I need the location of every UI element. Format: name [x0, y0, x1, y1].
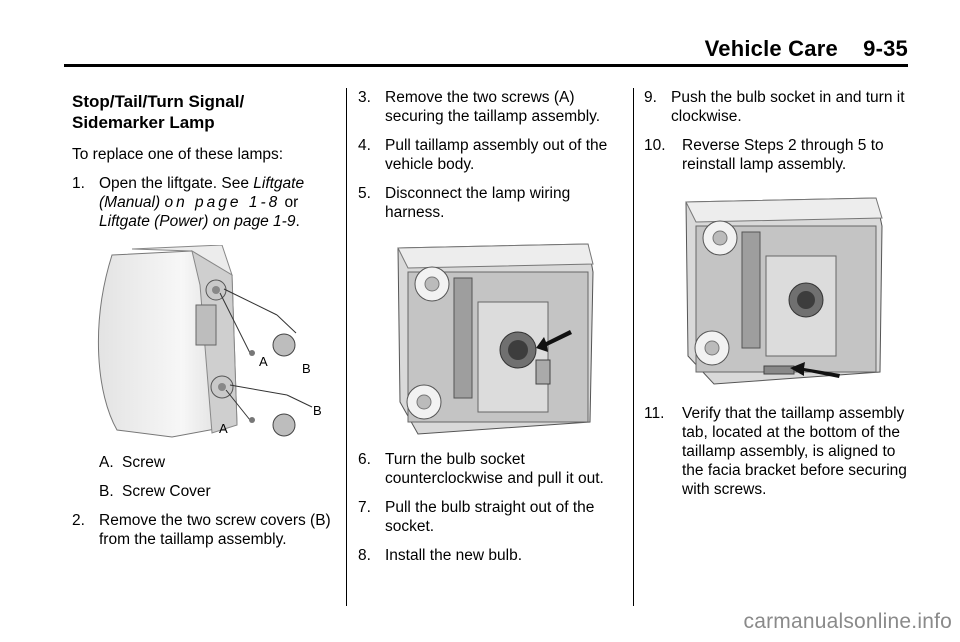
header-rule: [64, 64, 908, 67]
step-number: 6.: [358, 451, 371, 468]
section-title: Stop/Tail/Turn Signal/ Sidemarker Lamp: [72, 92, 245, 132]
step-10: 10. Reverse Steps 2 through 5 to reinstal…: [644, 136, 912, 174]
column-divider-2: [633, 88, 634, 606]
step-number: 7.: [358, 499, 371, 516]
step-text: Install the new bulb.: [385, 547, 523, 564]
legend-letter: A.: [99, 454, 114, 471]
step-3: 3. Remove the two screws (A) securing the…: [358, 88, 626, 126]
step-text: Push the bulb socket in and turn it cloc…: [671, 89, 905, 125]
taillamp-rear-tab-illustration: [685, 197, 883, 385]
page-number: 9-35: [863, 36, 908, 61]
step-text: Turn the bulb socket counterclockwise an…: [385, 451, 604, 487]
step-9: 9. Push the bulb socket in and turn it cl…: [644, 88, 912, 126]
page-header: Vehicle Care 9-35: [705, 36, 908, 62]
label-a-lower: A: [219, 421, 228, 436]
watermark: carmanualsonline.info: [743, 610, 952, 633]
step-5: 5. Disconnect the lamp wiring harness.: [358, 184, 626, 222]
taillamp-side-illustration: A B A B: [97, 245, 322, 438]
step-text: Pull taillamp assembly out of the vehicl…: [385, 137, 608, 173]
step-number: 4.: [358, 137, 371, 154]
step-number: 10.: [644, 137, 666, 154]
step-text: Reverse Steps 2 through 5 to reinstall l…: [682, 137, 884, 173]
taillamp-rear-bulb-socket-illustration: [397, 243, 594, 435]
page-ref[interactable]: on page 1-8: [164, 194, 281, 211]
column-3: 9. Push the bulb socket in and turn it cl…: [644, 88, 912, 509]
step-number: 8.: [358, 547, 371, 564]
step-text: Remove the two screws (A) securing the t…: [385, 89, 601, 125]
step-text: Open the liftgate. See Liftgate (Manual)…: [99, 174, 334, 231]
step-1: 1. Open the liftgate. See Liftgate (Manu…: [72, 174, 334, 231]
step-number: 11.: [644, 405, 665, 422]
figure-legend: A. Screw B. Screw Cover: [99, 453, 334, 501]
step-number: 9.: [644, 89, 657, 106]
step-text: Disconnect the lamp wiring harness.: [385, 185, 571, 221]
step-6: 6. Turn the bulb socket counterclockwise …: [358, 450, 626, 488]
intro-text: To replace one of these lamps:: [72, 146, 284, 163]
label-a-upper: A: [259, 354, 268, 369]
step-number: 1.: [72, 175, 85, 192]
step-text: Remove the two screw covers (B) from the…: [99, 512, 331, 548]
label-b-lower: B: [313, 403, 322, 418]
link-liftgate-manual[interactable]: Liftgate (Manual): [99, 175, 305, 211]
legend-letter: B.: [99, 483, 114, 500]
label-b-upper: B: [302, 361, 311, 376]
step-2: 2. Remove the two screw covers (B) from …: [72, 511, 334, 549]
column-1: Stop/Tail/Turn Signal/ Sidemarker Lamp T…: [72, 88, 334, 559]
step-text: Verify that the taillamp assembly tab, l…: [682, 405, 907, 498]
legend-item: B. Screw Cover: [99, 482, 334, 501]
step-text: Pull the bulb straight out of the socket…: [385, 499, 595, 535]
step-number: 2.: [72, 512, 85, 529]
column-divider-1: [346, 88, 347, 606]
step-8: 8. Install the new bulb.: [358, 546, 626, 565]
step-text-part: Open the liftgate. See: [99, 175, 254, 192]
step-number: 5.: [358, 185, 371, 202]
section-name: Vehicle Care: [704, 36, 838, 61]
column-2: 3. Remove the two screws (A) securing the…: [358, 88, 626, 575]
step-text-part: or: [280, 194, 299, 211]
step-text-part: .: [295, 213, 300, 230]
step-4: 4. Pull taillamp assembly out of the vehi…: [358, 136, 626, 174]
step-7: 7. Pull the bulb straight out of the sock…: [358, 498, 626, 536]
legend-item: A. Screw: [99, 453, 334, 472]
legend-text: Screw: [122, 454, 166, 471]
link-liftgate-power[interactable]: Liftgate (Power) on page 1-9: [99, 213, 296, 230]
step-11: 11. Verify that the taillamp assembly tab…: [644, 404, 912, 499]
step-number: 3.: [358, 89, 371, 106]
legend-text: Screw Cover: [122, 483, 211, 500]
